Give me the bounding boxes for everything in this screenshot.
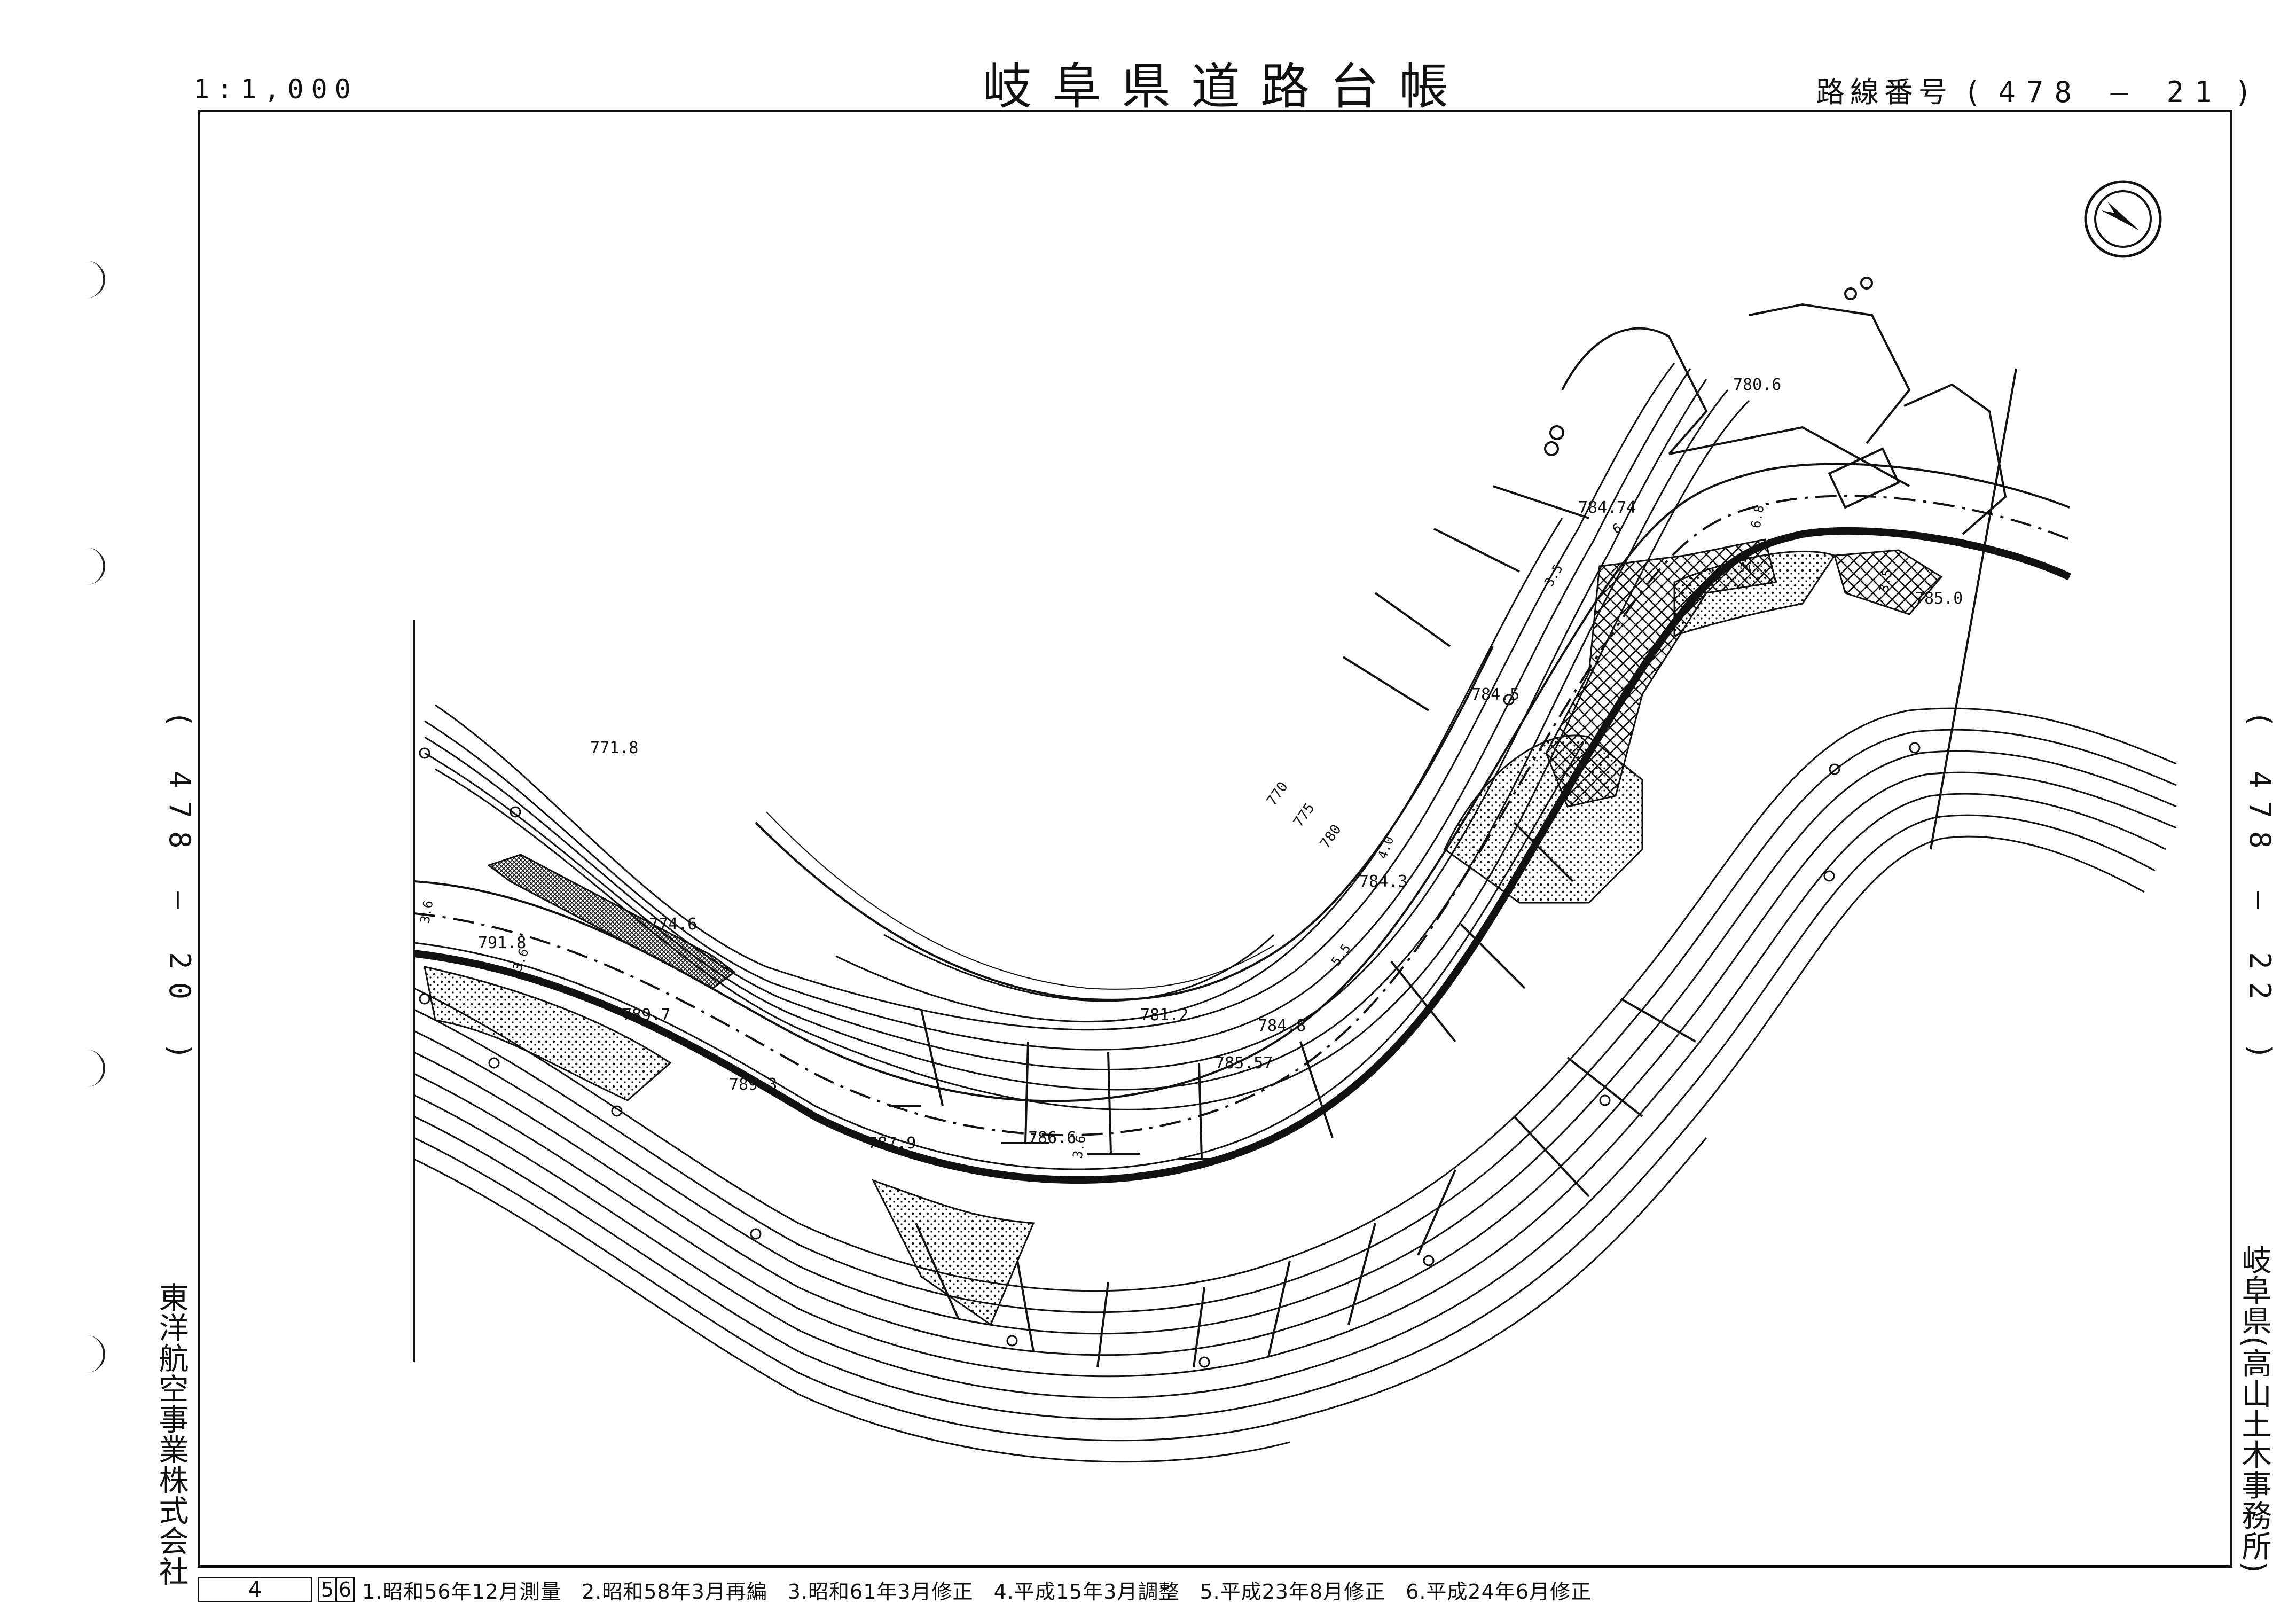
elevation-label: 787.9 (868, 1134, 916, 1153)
survey-points (419, 694, 1921, 1368)
revision-entry: 6.平成24年6月修正 (1406, 1579, 1592, 1604)
route-close-paren: ) (2237, 75, 2254, 109)
retaining-wall-hatch (1833, 549, 1943, 615)
road-plan-map: 791.8 789.7 789.3 787.9 786.6 785.57 784… (413, 180, 2177, 1463)
slope-ticks (889, 485, 1696, 1368)
binding-hole-icon (83, 1335, 105, 1373)
route-label: 路線番号 (1816, 75, 1953, 109)
binding-hole-icon (83, 1050, 105, 1087)
revision-entry: 4.平成15年3月調整 (993, 1579, 1180, 1604)
dotted-fill-area (424, 966, 672, 1101)
elevation-label: 789.3 (729, 1075, 777, 1094)
binding-hole-icon (83, 548, 105, 585)
binding-hole-icon (83, 261, 105, 298)
revision-history: 1.昭和56年12月測量 2.昭和58年3月再編 3.昭和61年3月修正 4.平… (362, 1575, 1592, 1605)
revision-entry: 3.昭和61年3月修正 (787, 1579, 974, 1604)
elevation-label: 774.6 (649, 915, 697, 934)
route-open-paren: ( (1967, 75, 1984, 109)
elevation-label: 791.8 (478, 934, 526, 952)
elevation-label: 784.3 (1359, 872, 1407, 891)
dotted-fill-area (871, 1179, 1035, 1326)
sheet-cell: 6 (335, 1577, 355, 1602)
elevation-label: 789.7 (622, 1006, 670, 1024)
map-frame: 791.8 789.7 789.3 787.9 786.6 785.57 784… (198, 110, 2232, 1568)
width-label: 5.5 (1328, 941, 1354, 969)
elevation-label: 785.57 (1215, 1054, 1273, 1073)
contour-lines-upper (424, 363, 1750, 1110)
route-number: 路線番号 ( 478 — 21 ) (1816, 68, 2254, 111)
revision-entry: 5.平成23年8月修正 (1200, 1579, 1386, 1604)
elevation-label: 785.0 (1915, 589, 1963, 608)
elevation-label: 781.2 (1140, 1006, 1188, 1024)
width-label: 25 (1737, 554, 1755, 572)
survey-company: 東洋航空事業株式会社 (154, 1282, 189, 1586)
map-scale: 1:1,000 (193, 74, 358, 105)
contour-lines-lower (413, 707, 2177, 1463)
page-title: 岐阜県道路台帳 (983, 58, 1469, 115)
paved-shoulder-area (487, 854, 736, 989)
revision-entry: 2.昭和58年3月再編 (581, 1579, 767, 1604)
width-label: 3.5 (1541, 561, 1566, 589)
responsible-office: 岐阜県(高山土木事務所) (2237, 1245, 2271, 1574)
adjacent-sheet-right: ( 478 — 22 ) (2243, 710, 2277, 1073)
elevation-label: 780.6 (1733, 376, 1781, 394)
elevation-label: 784.8 (1258, 1016, 1306, 1035)
elevation-label: 784.74 (1578, 498, 1636, 517)
sheet-cell: 5 (318, 1577, 337, 1602)
revision-footer: 4 5 6 1.昭和56年12月測量 2.昭和58年3月再編 3.昭和61年3月… (198, 1576, 1592, 1604)
contour-label: 775 (1290, 800, 1318, 830)
upper-right-features (1544, 277, 2017, 850)
contour-label: 780 (1317, 822, 1345, 851)
adjacent-sheet-left: ( 478 — 20 ) (163, 710, 197, 1073)
sheet-index: 4 (198, 1577, 312, 1602)
elevation-label: 784.5 (1471, 685, 1519, 704)
revision-entry: 1.昭和56年12月測量 (362, 1579, 561, 1604)
retaining-wall-hatch (1545, 538, 1777, 808)
north-arrow-icon (2084, 180, 2162, 258)
elevation-label: 786.6 (1028, 1129, 1076, 1147)
road-edges (413, 463, 2071, 1184)
width-label: 3.6 (417, 899, 436, 925)
width-label: 4.0 (1375, 834, 1397, 861)
route-number-value: 478 — 21 (1998, 75, 2223, 109)
elevation-label: 771.8 (590, 739, 638, 757)
contour-label: 770 (1264, 779, 1291, 809)
